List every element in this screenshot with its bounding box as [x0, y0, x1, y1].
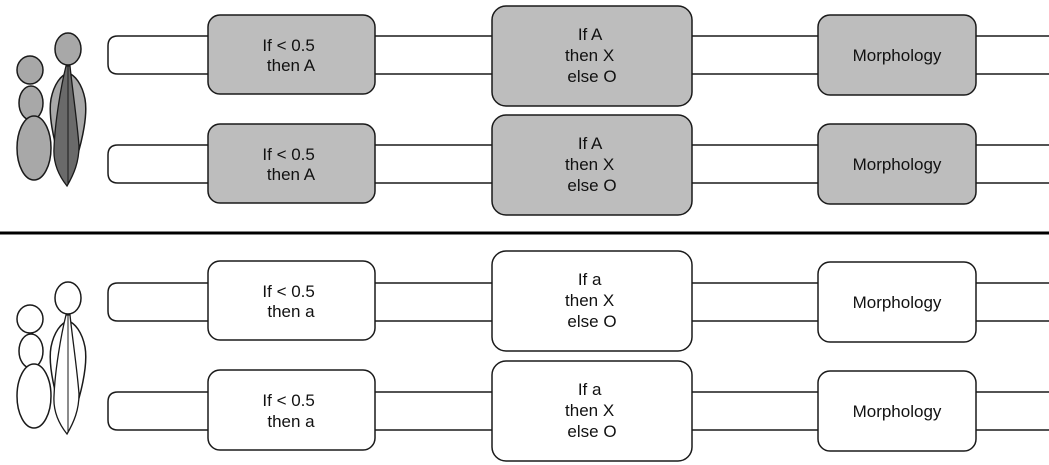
chromosome-track: [107, 144, 1049, 184]
gene-box: Morphology: [817, 14, 977, 96]
organism-figures-filled: [16, 32, 87, 188]
chromosome-row: If < 0.5 then a If a then X else O Morph…: [107, 360, 1049, 462]
gene-text-line: If A: [578, 25, 603, 44]
svg-text:If A then X: If A then X else O: [565, 134, 619, 195]
gene-text-line: then X: [565, 155, 614, 174]
svg-text:Morphology: Morphology: [853, 293, 942, 312]
svg-text:Morphology: Morphology: [853, 155, 942, 174]
gene-box: If < 0.5 then A: [207, 123, 376, 204]
gene-text-line: else O: [567, 312, 616, 331]
tall-organism-icon: [49, 32, 87, 188]
gene-text-line: then A: [267, 165, 316, 184]
small-organism-icon: [16, 304, 52, 429]
chromosome-row: If < 0.5 then A If A then X else O Morph…: [107, 5, 1049, 107]
gene-text-line: If a: [578, 380, 602, 399]
small-organism-icon: [16, 55, 52, 181]
gene-text-line: Morphology: [853, 293, 942, 312]
chromosome-track: [107, 35, 1049, 75]
gene-text-line: Morphology: [853, 46, 942, 65]
svg-text:If a then X: If a then X else O: [565, 270, 619, 331]
svg-text:If < 0.5 then A: If < 0.5 then A: [262, 145, 319, 184]
gene-text-line: else O: [567, 176, 616, 195]
gene-text-line: then a: [267, 412, 315, 431]
gene-text-line: If < 0.5: [262, 145, 314, 164]
chromosome-track: [107, 391, 1049, 431]
gene-text-line: If a: [578, 270, 602, 289]
gene-box: If a then X else O: [491, 250, 693, 352]
gene-box: Morphology: [817, 123, 977, 205]
gene-text-line: then A: [267, 56, 316, 75]
gene-box: If < 0.5 then a: [207, 369, 376, 451]
gene-box: If a then X else O: [491, 360, 693, 462]
gene-text-line: then X: [565, 291, 614, 310]
gene-text-line: If < 0.5: [262, 391, 314, 410]
gene-text-line: then X: [565, 401, 614, 420]
svg-text:If < 0.5 then a: If < 0.5 then a: [262, 391, 319, 431]
svg-text:If A then X: If A then X else O: [565, 25, 619, 86]
svg-text:If < 0.5 then a: If < 0.5 then a: [262, 282, 319, 321]
gene-text-line: Morphology: [853, 155, 942, 174]
gene-box: Morphology: [817, 261, 977, 343]
gene-box: Morphology: [817, 370, 977, 452]
tall-organism-icon: [49, 281, 87, 436]
gene-box: If A then X else O: [491, 114, 693, 216]
organism-figures-empty: [16, 281, 87, 436]
chromosome-track: [107, 282, 1049, 322]
chromosome-row: If < 0.5 then A If A then X else O Morph…: [107, 114, 1049, 216]
group-empty: If < 0.5 then a If a then X else O Morph…: [16, 250, 1049, 462]
svg-text:Morphology: Morphology: [853, 402, 942, 421]
gene-text-line: else O: [567, 67, 616, 86]
gene-text-line: If < 0.5: [262, 282, 314, 301]
gene-box: If A then X else O: [491, 5, 693, 107]
group-filled: If < 0.5 then A If A then X else O Morph…: [16, 5, 1049, 216]
gene-box: If < 0.5 then a: [207, 260, 376, 341]
svg-text:If < 0.5 then A: If < 0.5 then A: [262, 36, 319, 75]
gene-text-line: Morphology: [853, 402, 942, 421]
gene-text-line: then X: [565, 46, 614, 65]
gene-box: If < 0.5 then A: [207, 14, 376, 95]
gene-text-line: else O: [567, 422, 616, 441]
gene-text-line: If < 0.5: [262, 36, 314, 55]
svg-text:Morphology: Morphology: [853, 46, 942, 65]
gene-text-line: then a: [267, 302, 315, 321]
gene-text-line: If A: [578, 134, 603, 153]
chromosome-row: If < 0.5 then a If a then X else O Morph…: [107, 250, 1049, 352]
svg-text:If a then X: If a then X else O: [565, 380, 619, 441]
